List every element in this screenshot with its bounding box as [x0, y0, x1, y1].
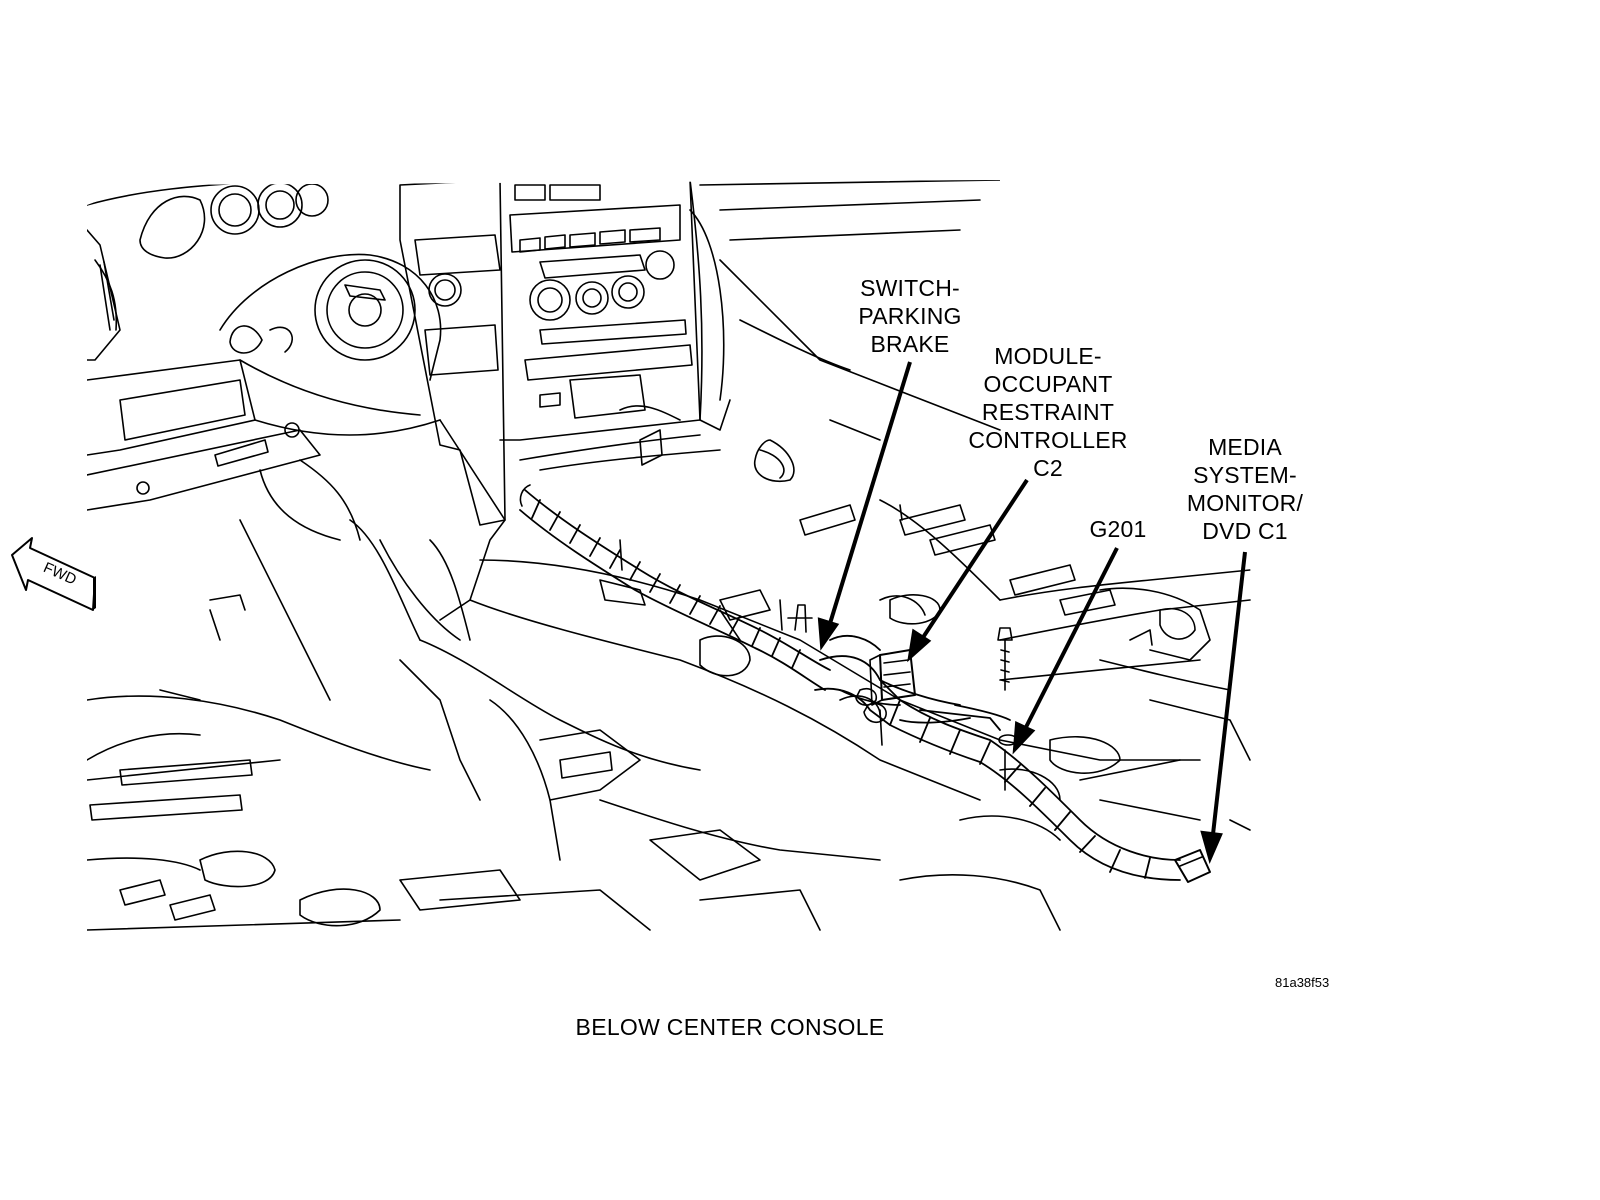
leader-lines: [817, 361, 1247, 864]
callout-module-occupant-restraint-controller: MODULE- OCCUPANT RESTRAINT CONTROLLER C2: [968, 343, 1128, 481]
line-art: [87, 180, 1251, 931]
fwd-arrow: FWD: [11, 537, 96, 611]
figure-id: 81a38f53: [1275, 975, 1330, 990]
callout-media-system-monitor: MEDIA SYSTEM- MONITOR/ DVD C1: [1186, 434, 1304, 544]
callout-g201: G201: [1089, 516, 1147, 542]
callout-switch-parking-brake: SWITCH- PARKING BRAKE: [858, 275, 962, 357]
caption: BELOW CENTER CONSOLE: [575, 1014, 885, 1040]
